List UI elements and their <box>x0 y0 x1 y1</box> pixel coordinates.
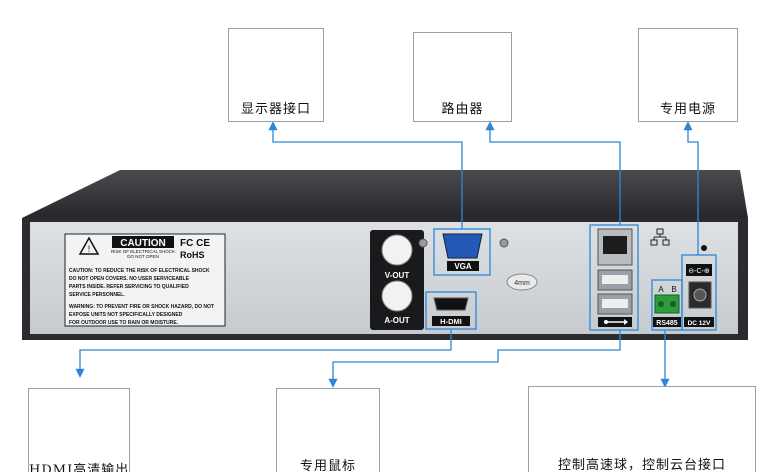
power-target-box: 专用电源 <box>638 28 738 122</box>
arrow-usb-mouse <box>328 330 621 388</box>
rohs-mark: RoHS <box>180 250 205 260</box>
arrow-hdmi-display <box>75 329 452 378</box>
vga-label: VGA <box>454 262 472 271</box>
mouse-target-box: 专用鼠标 <box>276 388 380 472</box>
vga-port: VGA <box>418 228 509 276</box>
a-out-label: A-OUT <box>384 316 409 325</box>
rs485-terminal: A B RS485 <box>651 279 683 331</box>
v-out-label: V-OUT <box>385 271 410 280</box>
mouse-caption: 专用鼠标 <box>299 459 356 472</box>
usb-port-1 <box>602 275 628 284</box>
caution-sub1: RISK OF ELECTRICAL SHOCK <box>111 249 175 254</box>
warning-line: EXPOSE UNITS NOT SPECIFICALLY DESIGNED <box>69 312 183 318</box>
v-out-port <box>381 234 413 266</box>
caution-label: ! CAUTION RISK OF ELECTRICAL SHOCK DO NO… <box>64 233 226 327</box>
caution-sub2: DO NOT OPEN <box>127 254 158 259</box>
network-icon <box>650 228 670 246</box>
hdmi-port: H-DMI <box>425 291 477 330</box>
caution-title: CAUTION <box>120 238 166 249</box>
monitor-target-box: 显示器接口 <box>228 28 324 122</box>
screw-sticker <box>506 273 538 291</box>
arrow-vga-monitor <box>268 121 463 229</box>
monitor-caption: 显示器接口 <box>240 102 311 117</box>
connection-arrows <box>75 121 699 388</box>
usb-port-2 <box>602 299 628 308</box>
warning-line: PARTS INSIDE. REFER SERVICING TO QUALIFI… <box>69 284 189 290</box>
warning-line: FOR OUTDOOR USE TO RAIN OR MOISTURE. <box>69 320 179 326</box>
router-target-box: 路由器 <box>413 32 512 122</box>
hdmi-label: H-DMI <box>440 317 462 326</box>
screw-label: 4mm <box>514 280 530 287</box>
hdmi-display-target-box: HDMI高清输出 <box>28 388 130 472</box>
svg-text:!: ! <box>88 244 91 254</box>
svg-text:⊖-C-⊕: ⊖-C-⊕ <box>688 268 710 275</box>
router-caption: 路由器 <box>441 102 484 117</box>
warning-text-block: CAUTION: TO REDUCE THE RISK OF ELECTRICA… <box>69 268 214 326</box>
hdmi-display-caption: HDMI高清输出 <box>29 463 130 472</box>
power-caption: 专用电源 <box>659 102 716 117</box>
dc-label: DC 12V <box>688 320 711 327</box>
rs485-label: RS485 <box>656 320 678 327</box>
av-out-block: V-OUT A-OUT <box>370 230 424 330</box>
ptz-target-box: 控制高速球，控制云台接口 <box>528 386 756 472</box>
warning-line: WARNING: TO PREVENT FIRE OR SHOCK HAZARD… <box>69 304 214 310</box>
chassis-top <box>22 170 748 218</box>
warning-line: SERVICE PERSONNEL. <box>69 292 125 298</box>
ptz-caption: 控制高速球，控制云台接口 <box>557 458 726 472</box>
arrow-lan-router <box>485 121 621 225</box>
rs485-a-label: A <box>658 285 664 294</box>
fcc-ce-mark: FC CE <box>180 238 210 249</box>
arrow-dc-power <box>683 121 699 255</box>
usb-icon <box>604 319 628 325</box>
lan-port <box>603 236 627 254</box>
a-out-port <box>381 280 413 312</box>
warning-line: CAUTION: TO REDUCE THE RISK OF ELECTRICA… <box>69 268 210 274</box>
lan-usb-column <box>589 224 639 331</box>
rs485-b-label: B <box>671 285 676 294</box>
dc-power-jack: ⊖-C-⊕ DC 12V <box>681 245 717 331</box>
warning-line: DO NOT OPEN COVERS. NO USER SERVICEABLE <box>69 276 190 282</box>
warning-triangle-icon <box>78 236 100 255</box>
